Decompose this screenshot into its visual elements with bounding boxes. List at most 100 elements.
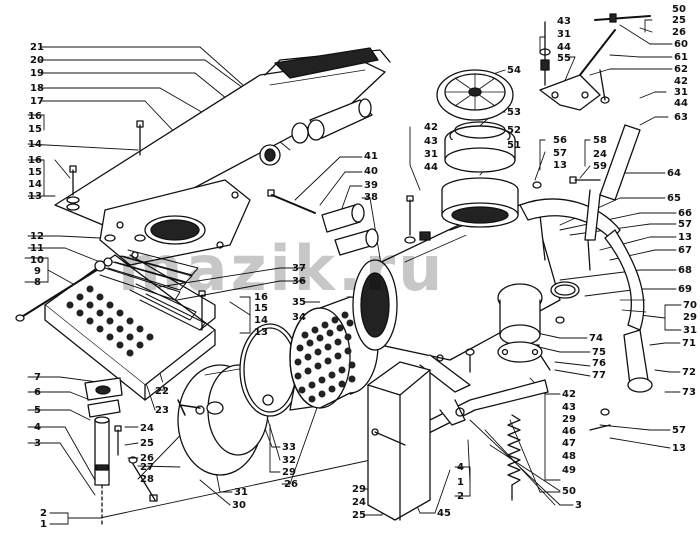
callout: 44: [424, 162, 438, 173]
callout: 16: [28, 155, 42, 166]
cyclone-block: [44, 249, 216, 401]
callout: 37: [292, 263, 306, 274]
callout: 39: [364, 180, 378, 191]
callout: 48: [562, 451, 576, 462]
callout: 41: [364, 151, 378, 162]
callout: 44: [674, 98, 688, 109]
callout: 70: [683, 300, 697, 311]
callout: 32: [282, 455, 296, 466]
callout: 49: [562, 465, 576, 476]
filter-element: [289, 296, 379, 411]
callout: 36: [292, 276, 306, 287]
bolts-top-left: [66, 120, 146, 242]
callout: 67: [678, 245, 692, 256]
callout: 42: [562, 389, 576, 400]
callout: 6: [34, 387, 41, 398]
callout: 31: [683, 325, 697, 336]
callout: 23: [155, 405, 169, 416]
callout: 1: [40, 519, 47, 530]
shroud-panel: [367, 361, 431, 521]
hose-clamp: [550, 281, 580, 299]
callout: 20: [30, 55, 44, 66]
callout: 40: [364, 166, 378, 177]
callout: 57: [672, 425, 686, 436]
callout: 28: [140, 474, 154, 485]
callout: 59: [593, 161, 607, 172]
callout: 3: [575, 500, 582, 511]
callout: 4: [34, 422, 41, 433]
callout: 43: [424, 136, 438, 147]
callout: 29: [352, 484, 366, 495]
callout: 29: [683, 312, 697, 323]
small-fasteners-right: [532, 176, 611, 431]
callout: 24: [140, 423, 154, 434]
callout: 66: [678, 208, 692, 219]
callout: 51: [507, 140, 521, 151]
filter-housing: [352, 204, 561, 393]
callout: 31: [424, 149, 438, 160]
intake-sleeve: [259, 98, 373, 166]
callout: 43: [557, 16, 571, 27]
callout: 14: [28, 139, 42, 150]
callout: 13: [678, 232, 692, 243]
callout: 68: [678, 265, 692, 276]
callout: 60: [674, 39, 688, 50]
callout: 69: [678, 284, 692, 295]
callout: 2: [40, 508, 47, 519]
drain-valve: [84, 377, 123, 526]
callout: 27: [140, 462, 154, 473]
elbow-fitting: [497, 283, 543, 363]
callout: 13: [254, 327, 268, 338]
outlet-pipe: [519, 198, 653, 393]
callout: 16: [28, 111, 42, 122]
callout: 73: [682, 387, 696, 398]
callout: 55: [557, 53, 571, 64]
clamp-rod: [15, 257, 113, 322]
callout: 24: [352, 497, 366, 508]
callout: 50: [672, 4, 686, 15]
callout: 57: [678, 219, 692, 230]
callout: 34: [292, 312, 306, 323]
callout: 13: [28, 191, 42, 202]
callout: 22: [155, 386, 169, 397]
callout: 54: [507, 65, 521, 76]
callout: 25: [140, 438, 154, 449]
callout: 26: [140, 453, 154, 464]
callout: 15: [28, 124, 42, 135]
callout: 77: [592, 370, 606, 381]
callout: 17: [30, 96, 44, 107]
callout: 62: [674, 64, 688, 75]
callout: 12: [30, 231, 44, 242]
callout: 18: [30, 83, 44, 94]
callout: 50: [562, 486, 576, 497]
callout: 72: [682, 367, 696, 378]
callout: 14: [254, 315, 268, 326]
callout: 47: [562, 438, 576, 449]
callout: 9: [34, 266, 41, 277]
spring: [507, 414, 521, 501]
callout: 35: [292, 297, 306, 308]
callout: 7: [34, 372, 41, 383]
callout: 13: [672, 443, 686, 454]
precleaner-cap: [539, 13, 651, 111]
callout: 25: [672, 15, 686, 26]
callout: 65: [667, 193, 681, 204]
callout: 25: [352, 510, 366, 521]
watermark-text: mazik.ru: [118, 232, 446, 305]
callout: 45: [437, 508, 451, 519]
callout: 4: [457, 462, 464, 473]
callout: 2: [457, 491, 464, 502]
callout: 58: [593, 135, 607, 146]
dome-filter: [436, 69, 519, 228]
callout: 74: [589, 333, 603, 344]
callout: 10: [30, 255, 44, 266]
callout: 64: [667, 168, 681, 179]
callout: 53: [507, 107, 521, 118]
callout: 57: [553, 148, 567, 159]
callout: 31: [234, 487, 248, 498]
callout: 16: [254, 292, 268, 303]
callout: 24: [593, 149, 607, 160]
callout: 75: [592, 347, 606, 358]
callout: 1: [457, 477, 464, 488]
